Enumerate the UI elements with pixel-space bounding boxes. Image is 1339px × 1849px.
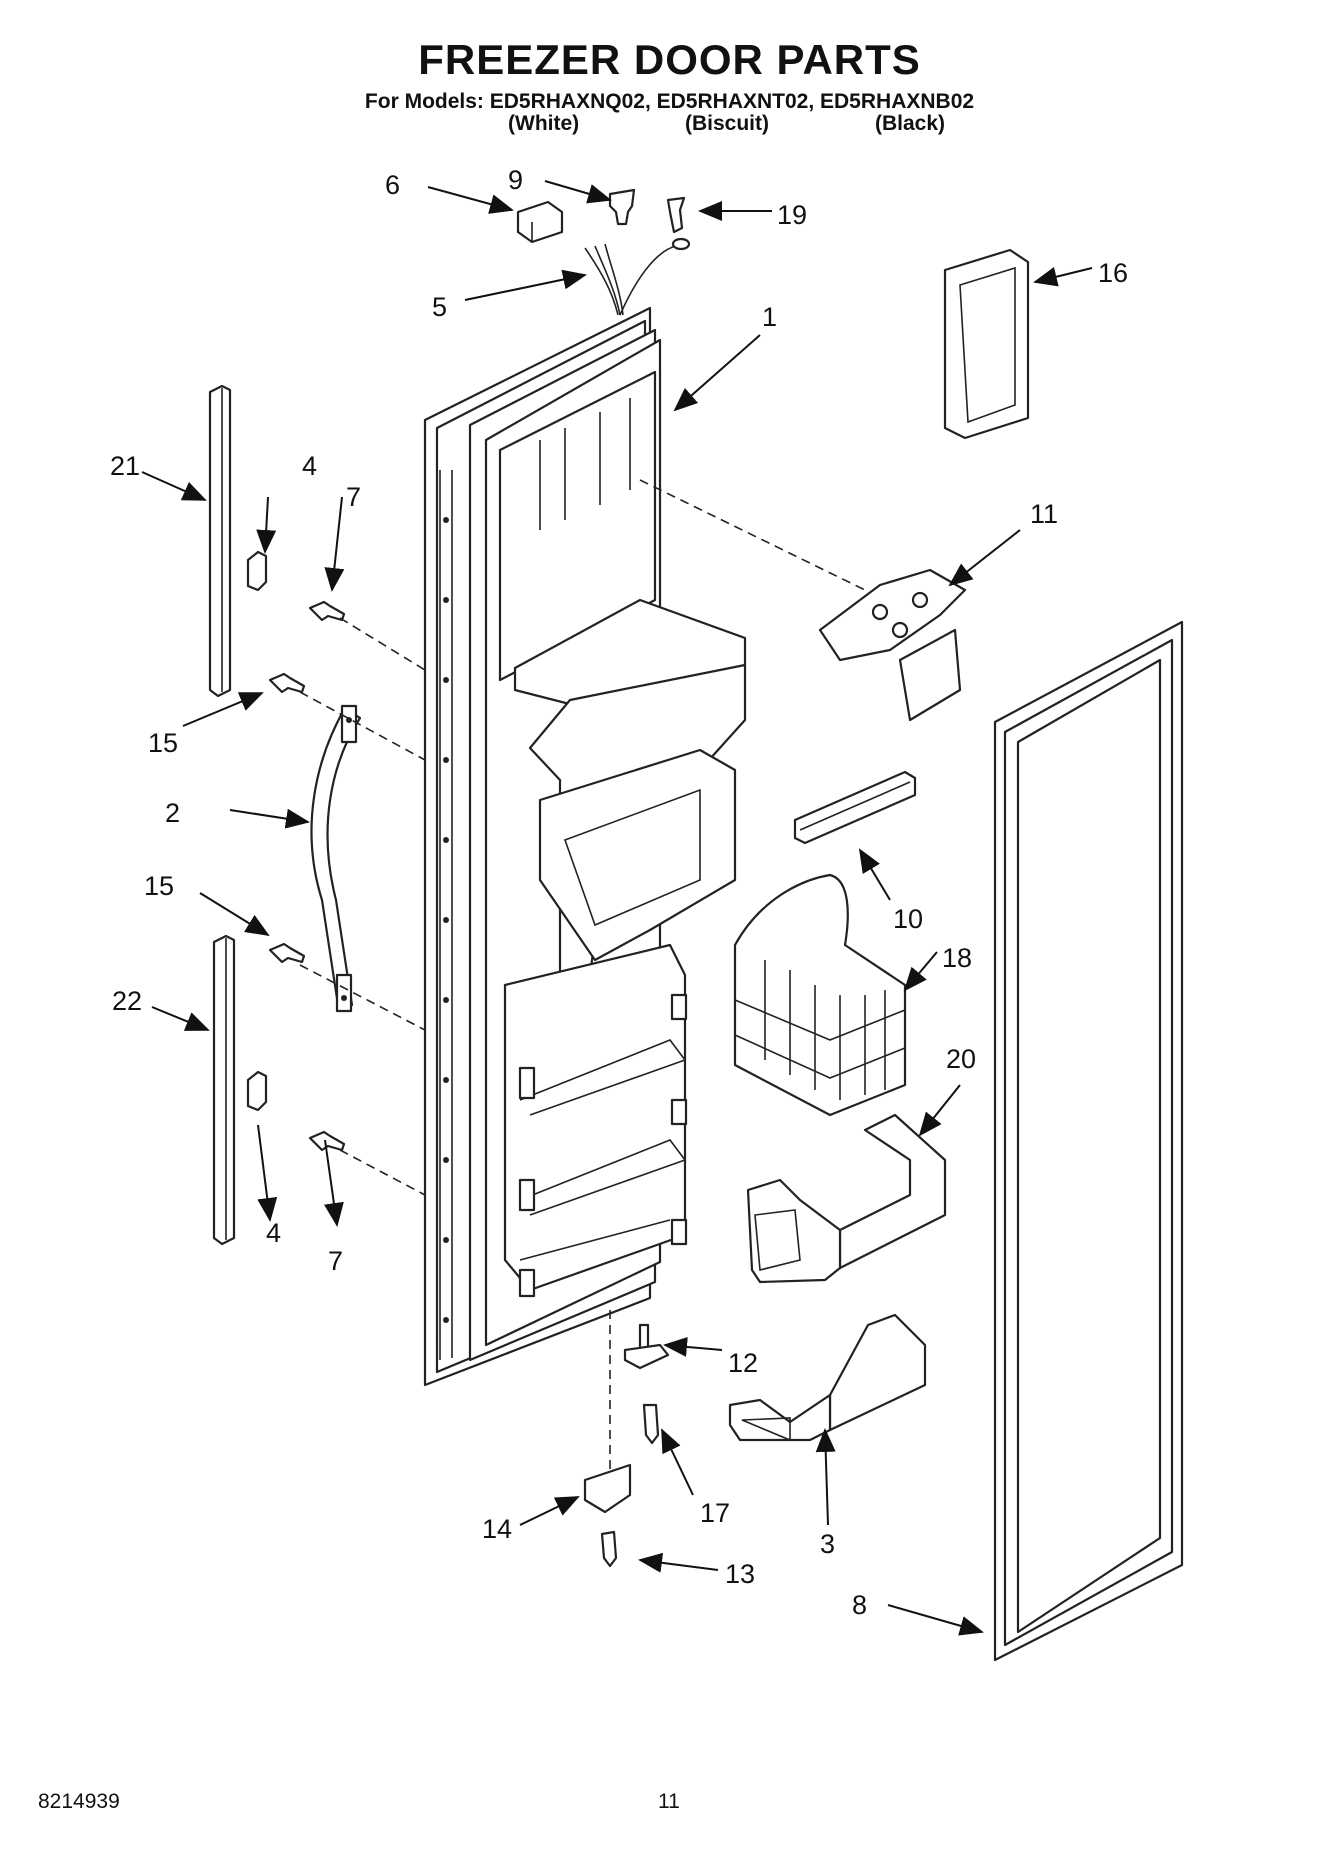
screw-19: [666, 196, 686, 234]
screw-15-upper: [268, 672, 306, 694]
page-number: 11: [658, 1790, 680, 1813]
callout-10: 10: [893, 904, 923, 934]
document-number: 8214939: [38, 1790, 120, 1813]
trim-strip-lower: [212, 934, 236, 1246]
callout-18: 18: [942, 943, 972, 973]
callout-16: 16: [1098, 258, 1128, 288]
assembly-lines: [299, 479, 866, 1490]
callout-4-lower: 4: [266, 1218, 281, 1248]
trim-clip-lower: [246, 1070, 268, 1112]
callout-labels: 1 2 3 4 4 5 6 7 7 8 9 10 11 12 13 14 15 …: [110, 165, 1128, 1620]
dispenser-housing: [498, 370, 747, 1298]
callout-19: 19: [777, 200, 807, 230]
variant-black: (Black): [875, 112, 946, 135]
callout-20: 20: [946, 1044, 976, 1074]
page-title: FREEZER DOOR PARTS: [418, 36, 921, 83]
callout-1: 1: [762, 302, 777, 332]
wire-harness: [584, 237, 691, 316]
trim-strip-upper: [208, 384, 232, 698]
hinge-cover: [818, 568, 967, 722]
callout-14: 14: [482, 1514, 512, 1544]
callout-11: 11: [1030, 499, 1058, 529]
callout-6: 6: [385, 170, 400, 200]
callout-12: 12: [728, 1348, 758, 1378]
screw-15-lower: [268, 942, 306, 964]
models-line: For Models: ED5RHAXNQ02, ED5RHAXNT02, ED…: [364, 90, 975, 113]
callout-8: 8: [852, 1590, 867, 1620]
wire-connector: [516, 200, 564, 244]
callout-9: 9: [508, 165, 523, 195]
door-handle: [310, 704, 362, 1013]
door-gasket: [993, 620, 1184, 1662]
ice-basket: [733, 873, 907, 1117]
callout-17: 17: [700, 1498, 730, 1528]
callout-2: 2: [165, 798, 180, 828]
door-bin: [728, 1313, 927, 1442]
callout-13: 13: [725, 1559, 755, 1589]
screw-13: [600, 1530, 618, 1568]
ice-bin-bracket: [746, 1113, 947, 1284]
callout-7-lower: 7: [328, 1246, 343, 1276]
screw-7-upper: [308, 600, 346, 622]
plug-button: [608, 188, 636, 226]
trim-clip-upper: [246, 550, 268, 592]
callout-21: 21: [110, 451, 140, 481]
variant-biscuit: (Biscuit): [685, 112, 769, 135]
hinge-plate: [583, 1463, 632, 1514]
cover-plate: [943, 248, 1030, 440]
callout-7-upper: 7: [346, 482, 361, 512]
channel-strip: [793, 770, 917, 845]
callout-15-upper: 15: [148, 728, 178, 758]
screw-17: [642, 1403, 660, 1445]
variant-white: (White): [508, 112, 580, 135]
callout-5: 5: [432, 292, 447, 322]
hinge-pin: [623, 1323, 670, 1370]
callout-15-lower: 15: [144, 871, 174, 901]
callout-4-upper: 4: [302, 451, 317, 481]
leader-arrows: [141, 180, 1093, 1636]
callout-3: 3: [820, 1529, 835, 1559]
screw-7-lower: [308, 1130, 346, 1152]
callout-22: 22: [112, 986, 142, 1016]
